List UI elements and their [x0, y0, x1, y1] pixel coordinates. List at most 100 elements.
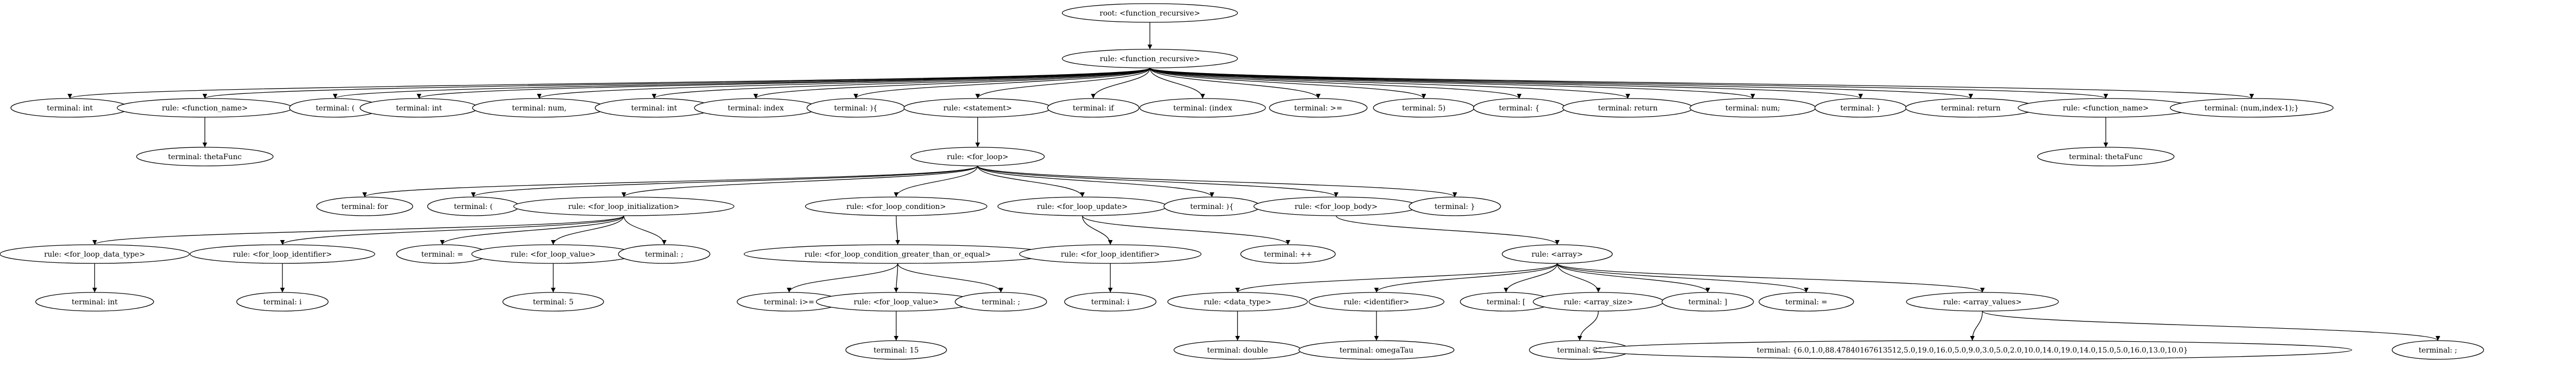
node-label: rule: <array>: [1532, 250, 1583, 259]
node-ellipse: [1269, 98, 1368, 118]
node-ellipse: [189, 244, 375, 264]
node-label: terminal: (: [316, 104, 355, 113]
node-label: terminal: thetaFunc: [2069, 153, 2143, 161]
tree-edge: [894, 263, 899, 293]
tree-edge: [1335, 215, 1560, 245]
node-label: terminal: =: [1786, 298, 1828, 306]
rule-node: rule: <for_loop_update>: [997, 196, 1167, 216]
node-label: terminal: 20: [1557, 346, 1602, 355]
tree-edge: [1504, 263, 1558, 293]
rule-node: rule: <for_loop_identifier>: [189, 244, 375, 264]
node-label: rule: <function_name>: [2063, 104, 2149, 113]
node-label: rule: <array_size>: [1564, 298, 1633, 306]
node-label: terminal: (index: [1173, 104, 1232, 113]
node-label: rule: <function_name>: [162, 104, 248, 113]
node-label: terminal: ]: [1688, 298, 1727, 306]
node-label: terminal: num,: [512, 104, 566, 113]
rule-node: rule: <identifier>: [1309, 292, 1444, 312]
node-label: terminal: int: [396, 104, 442, 113]
terminal-node: terminal: num,: [472, 98, 607, 118]
node-ellipse: [1906, 292, 2059, 312]
rule-node: rule: <for_loop_data_type>: [0, 244, 190, 264]
tree-edge: [897, 263, 1003, 293]
terminal-node: terminal: }: [1814, 98, 1907, 118]
tree-edge: [471, 165, 978, 198]
terminal-node: terminal: 15: [845, 340, 947, 360]
node-label: terminal: (num,index-1);}: [2204, 104, 2299, 113]
terminal-node: terminal: {: [1473, 98, 1565, 118]
node-label: terminal: for: [342, 203, 388, 211]
node-ellipse: [502, 292, 604, 312]
rule-node: rule: <for_loop_condition_greater_than_o…: [743, 244, 1052, 264]
rule-node: rule: <for_loop>: [910, 147, 1045, 166]
tree-edge: [853, 67, 1151, 99]
terminal-node: terminal: thetaFunc: [136, 147, 274, 166]
node-label: terminal: ;: [2419, 346, 2457, 355]
tree-edge: [895, 215, 901, 245]
node-label: terminal: double: [1207, 346, 1269, 355]
tree-edge: [1149, 67, 1755, 99]
terminal-node: terminal: =: [396, 244, 488, 264]
terminal-node: terminal: =: [1759, 292, 1854, 312]
tree-edge: [1577, 311, 1599, 341]
node-label: terminal: thetaFunc: [168, 153, 242, 161]
terminal-node: terminal: for: [316, 196, 413, 216]
node-label: terminal: ++: [1264, 250, 1312, 259]
tree-edge: [977, 165, 1085, 198]
node-ellipse: [316, 196, 413, 216]
terminal-node: terminal: ){: [807, 98, 905, 118]
tree-edge: [977, 165, 1457, 198]
node-ellipse: [35, 292, 154, 312]
node-ellipse: [1592, 340, 2352, 360]
node-label: rule: <for_loop_condition_greater_than_o…: [805, 250, 991, 259]
rule-node: rule: <for_loop_identifier>: [1019, 244, 1202, 264]
node-label: rule: <for_loop_update>: [1037, 203, 1128, 211]
terminal-node: terminal: thetaFunc: [2037, 147, 2175, 166]
tree-edge: [551, 215, 624, 245]
terminal-node: terminal: (: [289, 98, 381, 118]
node-ellipse: [2392, 340, 2484, 360]
node-label: terminal: 15: [874, 346, 919, 355]
tree-edge: [977, 165, 1339, 198]
tree-edge: [1374, 263, 1558, 293]
terminal-node: terminal: i>=: [737, 292, 842, 312]
terminal-node: terminal: ;: [2392, 340, 2484, 360]
tree-edge: [1149, 67, 1973, 99]
node-label: terminal: return: [1598, 104, 1658, 113]
terminal-node: terminal: 5: [502, 292, 604, 312]
tree-edge: [362, 165, 978, 198]
tree-edge: [1557, 263, 1809, 293]
rule-node: rule: <for_loop_condition>: [805, 196, 988, 216]
node-ellipse: [618, 244, 711, 264]
terminal-node: terminal: {6.0,1.0,88.47840167613512,5.0…: [1592, 340, 2352, 360]
node-ellipse: [1139, 98, 1266, 118]
node-ellipse: [955, 292, 1047, 312]
rule-node: rule: <for_loop_value>: [815, 292, 977, 312]
terminal-node: terminal: if: [1047, 98, 1140, 118]
terminal-node: terminal: 5): [1373, 98, 1475, 118]
terminal-node: terminal: ++: [1240, 244, 1336, 264]
tree-edges: [67, 22, 2441, 341]
terminal-node: terminal: double: [1174, 340, 1302, 360]
terminal-node: terminal: int: [359, 98, 479, 118]
terminal-node: terminal: (index: [1139, 98, 1266, 118]
tree-edge: [1149, 67, 1522, 99]
node-label: terminal: int: [72, 298, 118, 306]
node-label: terminal: >=: [1294, 104, 1342, 113]
tree-edge: [1235, 263, 1558, 293]
node-ellipse: [1759, 292, 1854, 312]
tree-edge: [1149, 67, 1863, 99]
node-ellipse: [1061, 49, 1238, 68]
node-label: rule: <for_loop_data_type>: [44, 250, 145, 259]
rule-node: rule: <data_type>: [1167, 292, 1308, 312]
tree-edge: [1557, 263, 1601, 293]
node-ellipse: [1019, 244, 1202, 264]
terminal-node: terminal: return: [1562, 98, 1694, 118]
node-ellipse: [1309, 292, 1444, 312]
node-label: terminal: {: [1499, 104, 1539, 113]
node-label: rule: <function_recursive>: [1100, 55, 1200, 63]
tree-edge: [202, 67, 1151, 99]
tree-edge: [1149, 67, 1205, 99]
tree-edge: [280, 215, 624, 245]
node-ellipse: [136, 147, 274, 166]
